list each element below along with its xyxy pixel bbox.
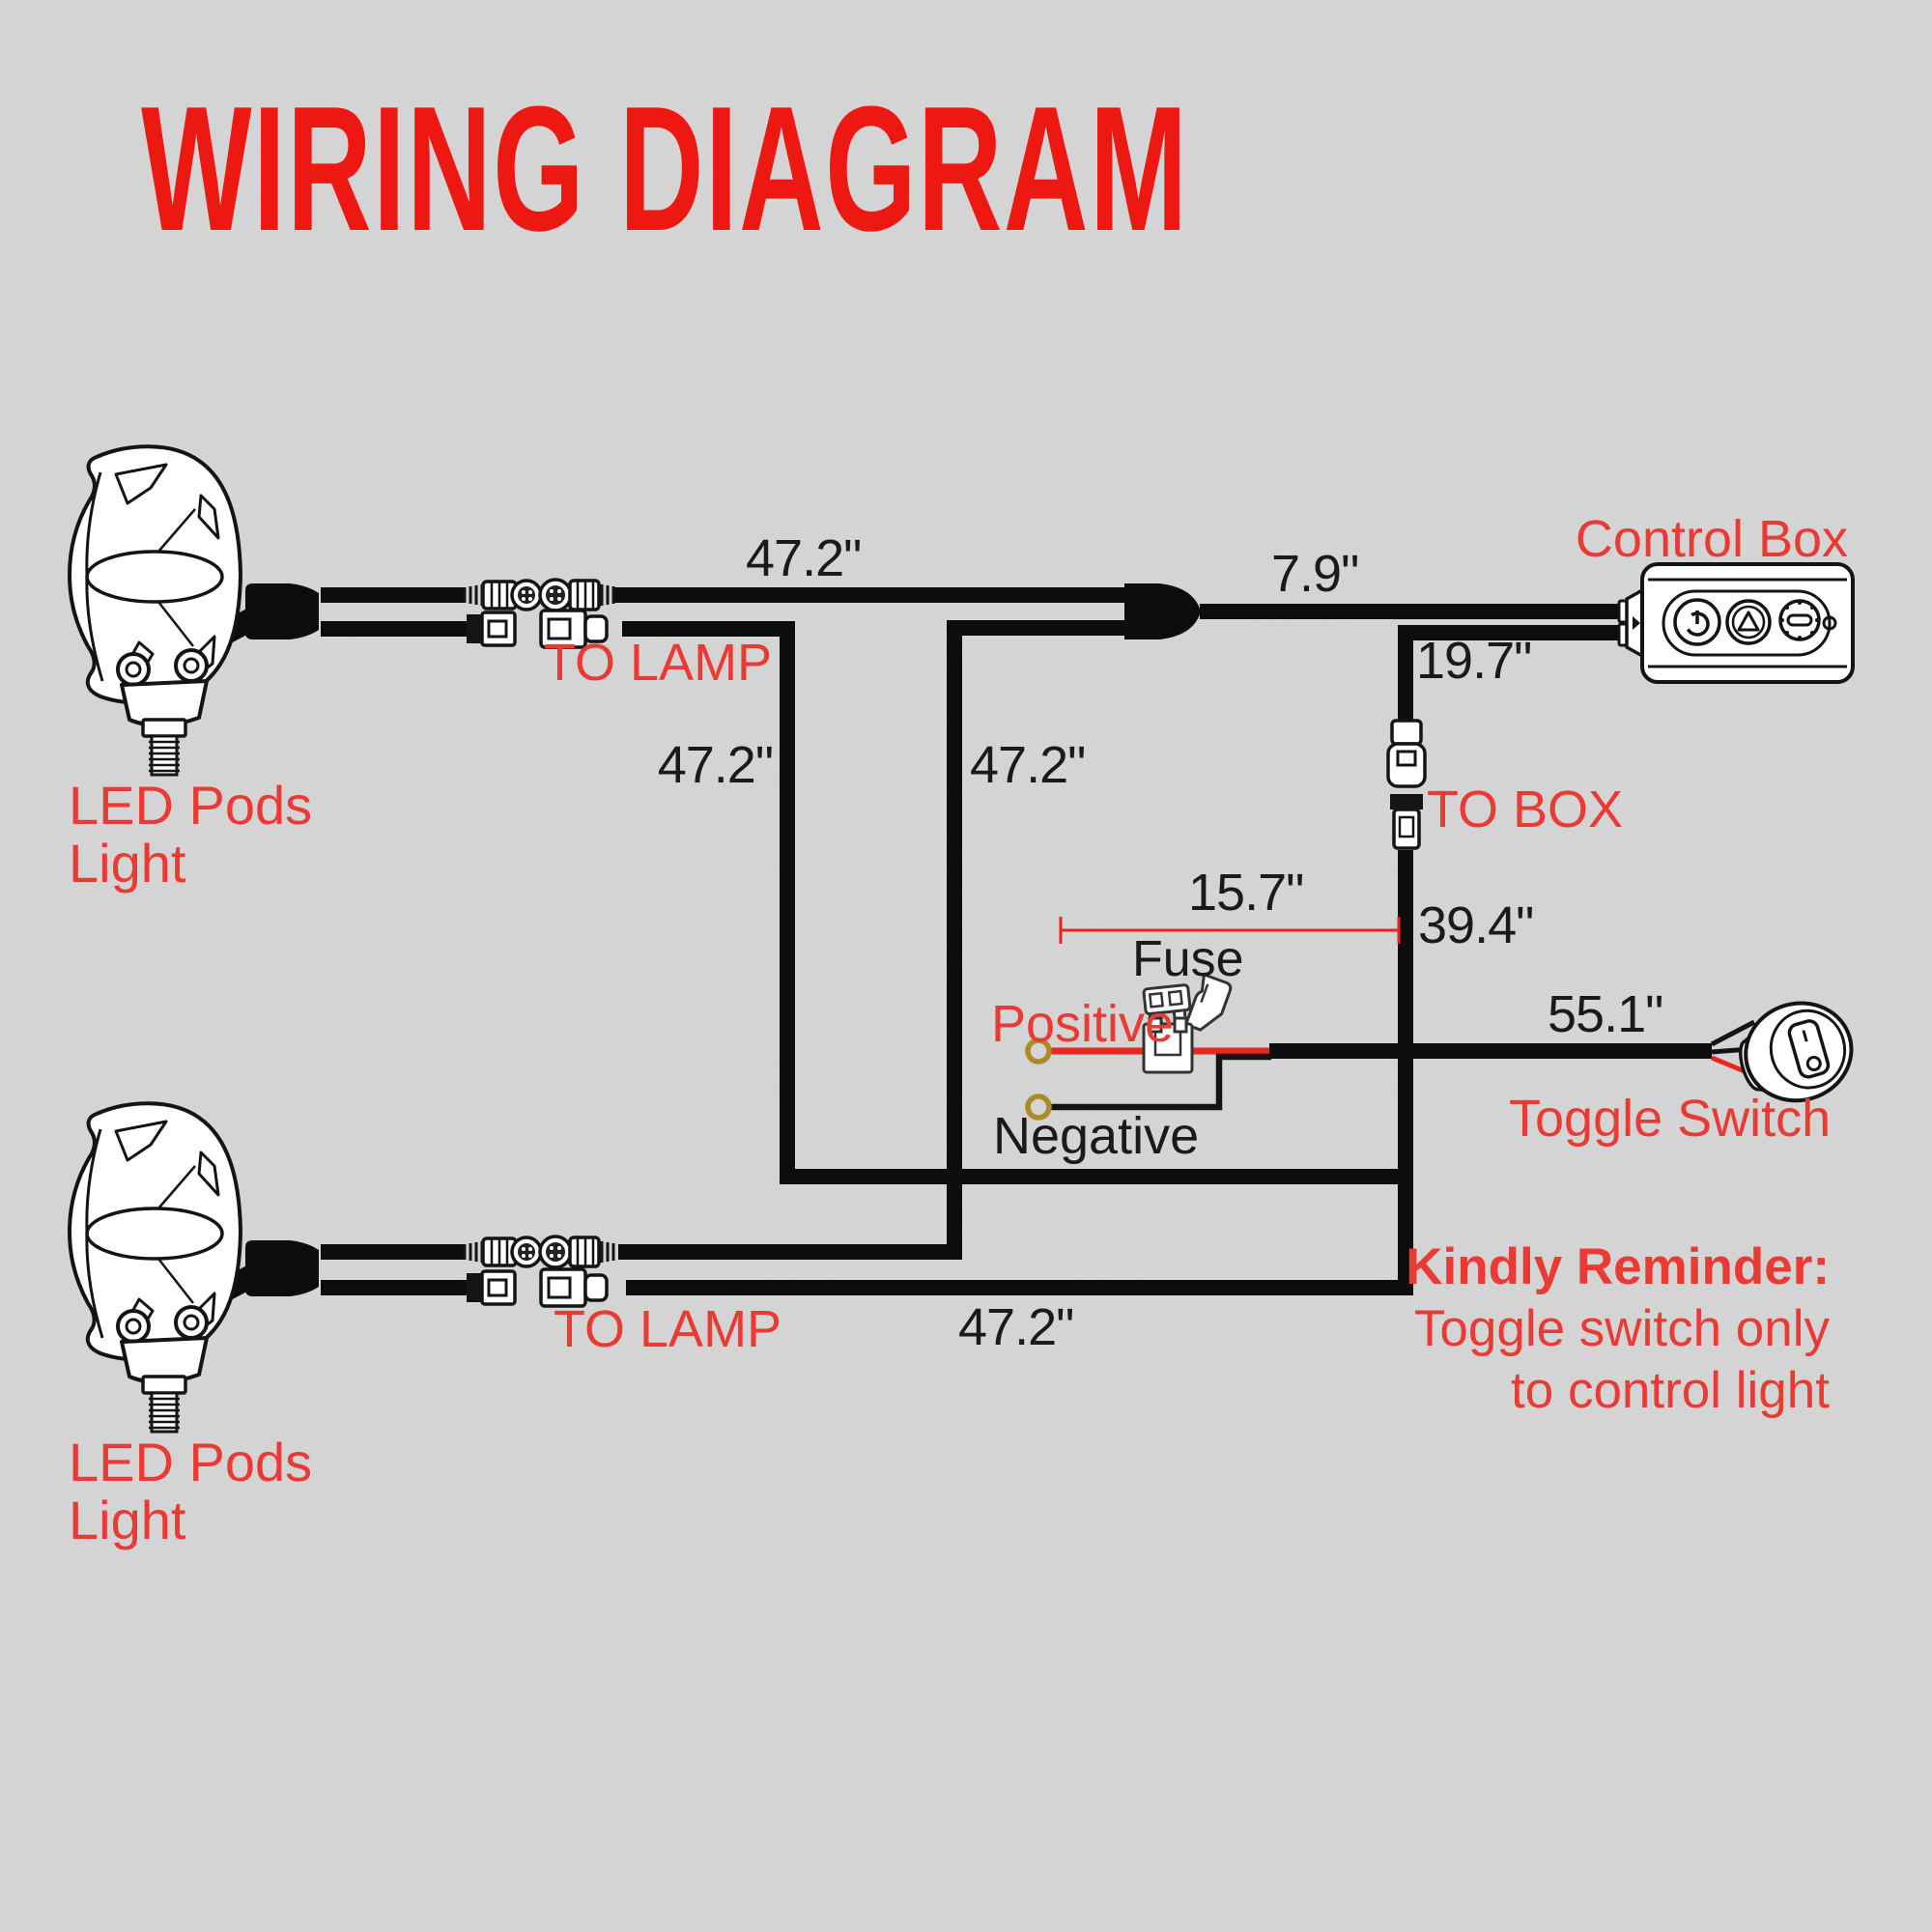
toggle-switch-label: Toggle Switch [1509, 1090, 1832, 1148]
measurement-main-drop: 39.4" [1418, 896, 1534, 954]
wire-negative-lead [1049, 1053, 1271, 1111]
split-cone-bottom-icon [245, 1240, 319, 1296]
measurement-control-drop: 19.7" [1416, 632, 1532, 690]
wire-main-drop-394 [626, 850, 1413, 1295]
fuse-icon [1142, 973, 1233, 1074]
positive-ring-terminal-icon [1025, 1037, 1052, 1065]
kindly-reminder-note: Kindly Reminder: Toggle switch only to c… [1406, 1236, 1830, 1422]
led-pod-top-label-line1: LED Pods [69, 775, 313, 836]
reminder-line1: Kindly Reminder: [1406, 1238, 1830, 1295]
negative-label: Negative [993, 1107, 1200, 1165]
control-box-icon [1617, 562, 1855, 684]
fuse-label: Fuse [1132, 931, 1244, 987]
reminder-line3: to control light [1511, 1362, 1830, 1419]
measure-line-157 [1059, 917, 1401, 944]
led-pod-bottom-label: LED Pods Light [69, 1434, 339, 1549]
measurement-bottom-run: 47.2" [958, 1298, 1074, 1356]
negative-ring-terminal-icon [1025, 1094, 1052, 1121]
split-cone-top-icon [245, 583, 319, 639]
wire-left-drop-47 [622, 621, 1408, 1184]
control-box-label: Control Box [1575, 510, 1849, 568]
to-lamp-label-top: TO LAMP [544, 634, 773, 692]
to-box-label: TO BOX [1427, 781, 1624, 838]
led-pod-top-label-line2: Light [69, 833, 186, 894]
measurement-control-stub: 7.9" [1271, 545, 1359, 603]
led-pod-bottom-label-line2: Light [69, 1490, 186, 1550]
positive-label: Positive [991, 995, 1175, 1053]
measurement-fuse-lead: 15.7" [1188, 864, 1304, 922]
measurement-switch-lead: 55.1" [1548, 985, 1663, 1043]
led-pod-bottom-label-line1: LED Pods [69, 1432, 313, 1492]
y-junction-icon [1124, 583, 1201, 639]
page-title: WIRING DIAGRAM [141, 69, 1189, 268]
wire-control-drop-197 [1398, 625, 1636, 723]
connector-to-box-icon [1386, 719, 1427, 850]
to-lamp-label-bottom: TO LAMP [554, 1300, 782, 1358]
measurement-left-drop: 47.2" [657, 736, 774, 794]
wire-harness [321, 587, 1712, 1295]
toggle-switch-icon [1710, 1001, 1854, 1103]
led-pod-top-label: LED Pods Light [69, 777, 339, 893]
reminder-line2: Toggle switch only [1413, 1300, 1830, 1357]
wire-center-drop-47 [618, 620, 1130, 1260]
measurement-top-run: 47.2" [746, 529, 862, 587]
measurement-center-drop: 47.2" [970, 736, 1086, 794]
